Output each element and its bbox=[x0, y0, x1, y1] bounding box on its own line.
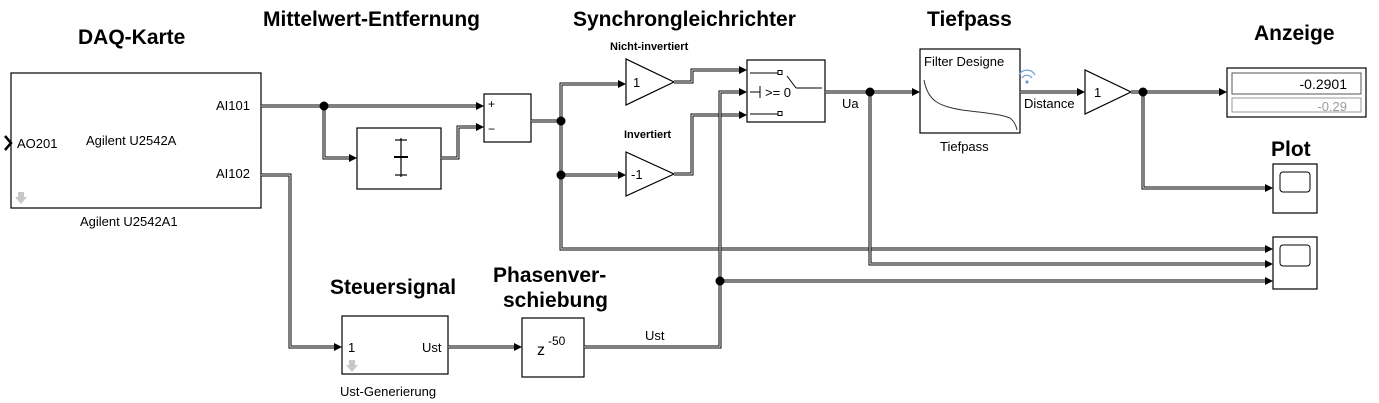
ust-block-in-port: 1 bbox=[348, 340, 355, 355]
gain-inverted-block[interactable]: -1 bbox=[625, 151, 676, 197]
mean-icon bbox=[394, 138, 408, 177]
scope-plot-block[interactable] bbox=[1272, 163, 1318, 214]
sum-block[interactable]: + − bbox=[483, 93, 532, 143]
display-value-previous: -0.29 bbox=[1317, 99, 1347, 114]
scope-signals-block[interactable] bbox=[1272, 236, 1318, 290]
switch-block[interactable]: >= 0 bbox=[746, 59, 826, 123]
title-phasenverschiebung-1: Phasenver- bbox=[493, 264, 606, 287]
switch-icon bbox=[750, 70, 822, 116]
gain-noninverted-block[interactable]: 1 bbox=[625, 58, 676, 106]
daq-model-name: Agilent U2542A bbox=[86, 133, 177, 148]
scope-icon bbox=[1279, 244, 1311, 267]
delay-block[interactable]: z -50 bbox=[521, 317, 585, 378]
daq-port-ai101: AI101 bbox=[216, 98, 250, 113]
sum-minus-sign: − bbox=[488, 122, 495, 136]
daq-block[interactable]: AO201 AI101 AI102 Agilent U2542A bbox=[4, 72, 262, 209]
label-invertiert: Invertiert bbox=[624, 129, 671, 141]
library-link-arrow-icon bbox=[15, 192, 27, 204]
gain-inverted-value: -1 bbox=[631, 167, 643, 182]
branch-points bbox=[319, 87, 1148, 286]
signal-label-ua: Ua bbox=[842, 96, 859, 111]
title-mittelwert-entfernung: Mittelwert-Entfernung bbox=[263, 8, 480, 31]
gain-output-value: 1 bbox=[1094, 85, 1101, 100]
label-nicht-invertiert: Nicht-invertiert bbox=[610, 41, 689, 53]
wire-arrowheads bbox=[334, 66, 1273, 351]
delay-base: z bbox=[537, 342, 545, 359]
mean-block[interactable] bbox=[356, 127, 442, 190]
filter-caption: Tiefpass bbox=[940, 139, 989, 154]
filter-title: Filter Designe bbox=[924, 54, 1004, 69]
sum-plus-sign: + bbox=[488, 97, 495, 111]
library-link-arrow-icon bbox=[346, 360, 358, 372]
scope-icon bbox=[1279, 171, 1311, 193]
display-block[interactable]: -0.2901 -0.29 bbox=[1226, 67, 1367, 118]
signal-label-distance: Distance bbox=[1024, 96, 1075, 111]
title-daq-karte: DAQ-Karte bbox=[78, 26, 185, 49]
title-plot: Plot bbox=[1271, 138, 1311, 161]
title-synchrongleichrichter: Synchrongleichrichter bbox=[573, 8, 796, 31]
daq-caption: Agilent U2542A1 bbox=[80, 214, 178, 229]
gain-noninverted-value: 1 bbox=[633, 75, 640, 90]
title-steuersignal: Steuersignal bbox=[330, 276, 456, 299]
input-port-chevron-icon bbox=[4, 135, 13, 151]
ust-block-caption: Ust-Generierung bbox=[340, 384, 436, 399]
gain-output-block[interactable]: 1 bbox=[1084, 69, 1133, 115]
daq-port-ai102: AI102 bbox=[216, 166, 250, 181]
filter-response-curve bbox=[923, 79, 1018, 131]
signal-logging-icon bbox=[1018, 69, 1036, 84]
signal-label-ust: Ust bbox=[645, 328, 665, 343]
ust-generation-block[interactable]: 1 Ust bbox=[341, 315, 449, 375]
filter-block[interactable]: Filter Designe bbox=[919, 48, 1021, 134]
signal-wires bbox=[261, 68, 1266, 349]
title-anzeige: Anzeige bbox=[1254, 22, 1335, 45]
ust-block-out-port: Ust bbox=[422, 340, 442, 355]
switch-condition: >= 0 bbox=[765, 85, 791, 100]
daq-port-ao201: AO201 bbox=[17, 136, 57, 151]
title-tiefpass: Tiefpass bbox=[927, 8, 1012, 31]
display-value: -0.2901 bbox=[1300, 76, 1348, 92]
title-phasenverschiebung-2: schiebung bbox=[503, 289, 608, 312]
delay-exponent: -50 bbox=[548, 334, 566, 348]
